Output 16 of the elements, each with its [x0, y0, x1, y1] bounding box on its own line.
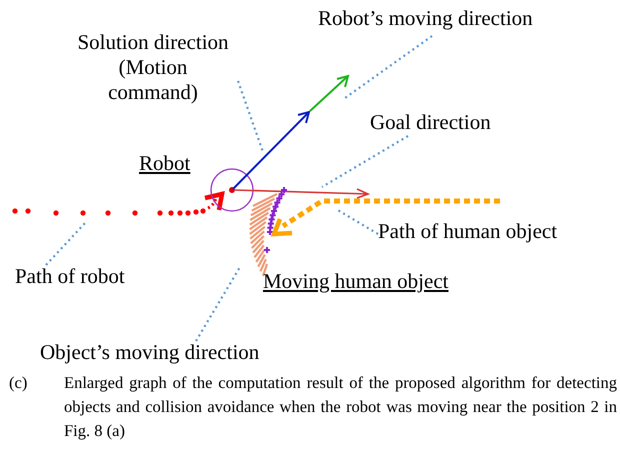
part-label: Moving human object	[263, 269, 448, 294]
callout-label: Path of robot	[15, 264, 125, 289]
caption: Enlarged graph of the computation result of the proposed algorithm for detecting objects and collision avoidance when the robot was moving near the position 2 in Fig. 8 (a)	[64, 372, 617, 442]
leader-line	[335, 208, 379, 235]
leader-line	[321, 135, 409, 188]
leader-line	[45, 221, 87, 266]
leader-line	[195, 266, 241, 342]
callout-label: Object’s moving direction	[40, 340, 260, 365]
part-label: Robot	[139, 151, 190, 176]
callout-label: Path of human object	[378, 219, 558, 244]
figure-number: (c)	[9, 372, 28, 394]
leader-line	[236, 80, 264, 152]
leader-line	[344, 35, 433, 99]
callout-label: Robot’s moving direction	[318, 6, 533, 31]
callout-label: Solution direction (Motion command)	[76, 30, 230, 105]
callout-label: Goal direction	[370, 110, 491, 135]
